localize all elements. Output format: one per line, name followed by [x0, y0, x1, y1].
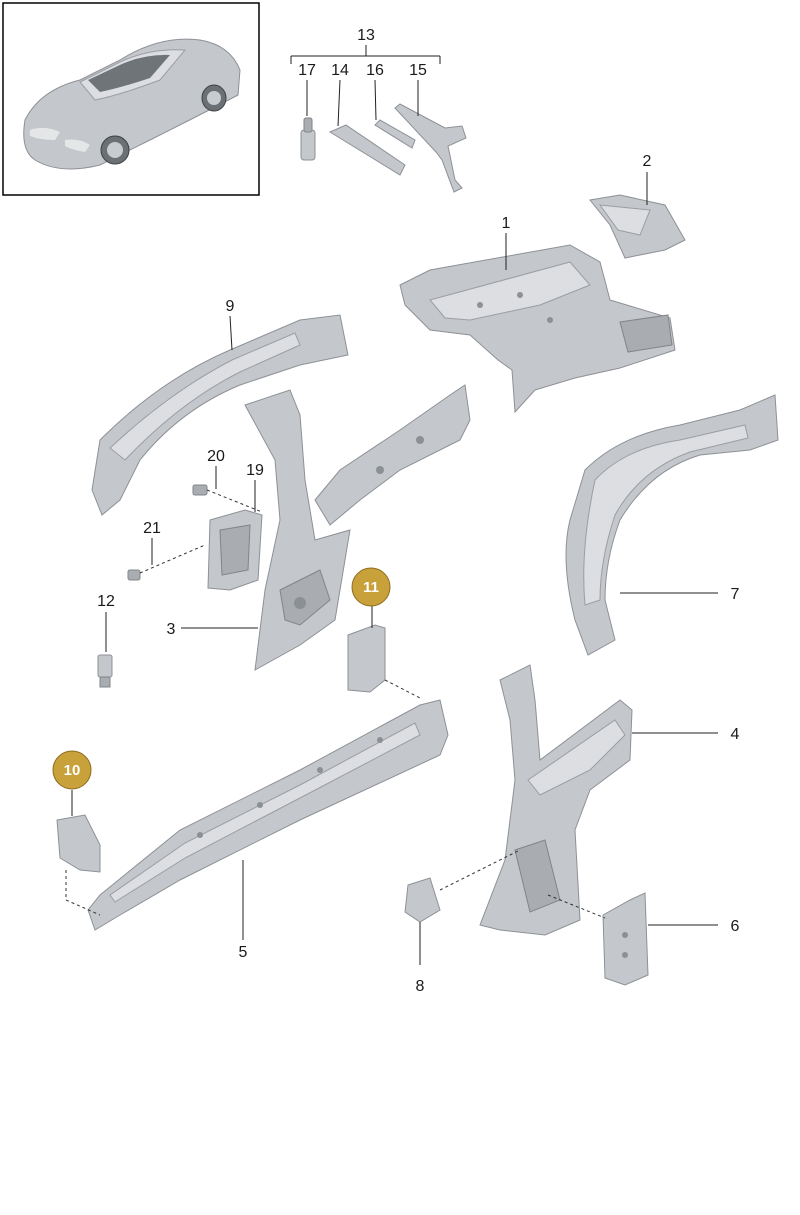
- callout-2: 2: [643, 153, 652, 170]
- badge-10-label: 10: [64, 762, 81, 779]
- callout-13: 13: [357, 27, 375, 44]
- part-17-cartridge: [300, 80, 316, 161]
- part-10-end-piece: [56, 790, 101, 916]
- part-19-hinge-plate: [207, 480, 263, 591]
- part-1-wheel-house-inner: [399, 233, 676, 414]
- callout-9: 9: [226, 298, 235, 315]
- callout-4: 4: [731, 726, 740, 743]
- part-6-bracket: [547, 892, 718, 986]
- part-14-tube: [328, 79, 406, 176]
- callout-15: 15: [409, 62, 427, 79]
- part-12-fastener: [97, 612, 113, 688]
- part-8-plate: [404, 849, 521, 965]
- badge-11-label: 11: [363, 579, 379, 596]
- group-13-bracket: [290, 45, 441, 64]
- callout-6: 6: [731, 918, 740, 935]
- callout-14: 14: [331, 62, 349, 79]
- callout-8: 8: [416, 978, 425, 995]
- callout-19: 19: [246, 462, 264, 479]
- part-5-side-sill: [87, 699, 449, 940]
- car-illustration: [23, 38, 241, 170]
- part-9-roof-rail: [91, 314, 349, 516]
- part-20-bolt: [192, 466, 263, 513]
- callout-labels: 13 17 14 16 15 2 1 9 20 19 21 7 12 3 4 6…: [97, 27, 739, 995]
- callout-12: 12: [97, 593, 115, 610]
- part-21-bolt: [127, 538, 206, 581]
- part-16-nozzle: [374, 79, 416, 149]
- badge-11: 11: [351, 567, 391, 607]
- badge-10: 10: [52, 750, 92, 790]
- callout-16: 16: [366, 62, 384, 79]
- part-7-wheel-arch-outer: [565, 394, 779, 656]
- callout-21: 21: [143, 520, 161, 537]
- part-2-bracket-panel: [589, 172, 686, 259]
- part-15-applicator-gun: [394, 80, 467, 193]
- callout-1: 1: [502, 215, 511, 232]
- part-11-bracket: [347, 600, 421, 699]
- callout-5: 5: [239, 944, 248, 961]
- callout-7: 7: [731, 586, 740, 603]
- callout-3: 3: [167, 621, 176, 638]
- callout-20: 20: [207, 448, 225, 465]
- part-3-a-pillar: [181, 384, 471, 671]
- vehicle-thumbnail: [2, 2, 260, 196]
- part-4-b-pillar: [479, 664, 718, 936]
- callout-17: 17: [298, 62, 316, 79]
